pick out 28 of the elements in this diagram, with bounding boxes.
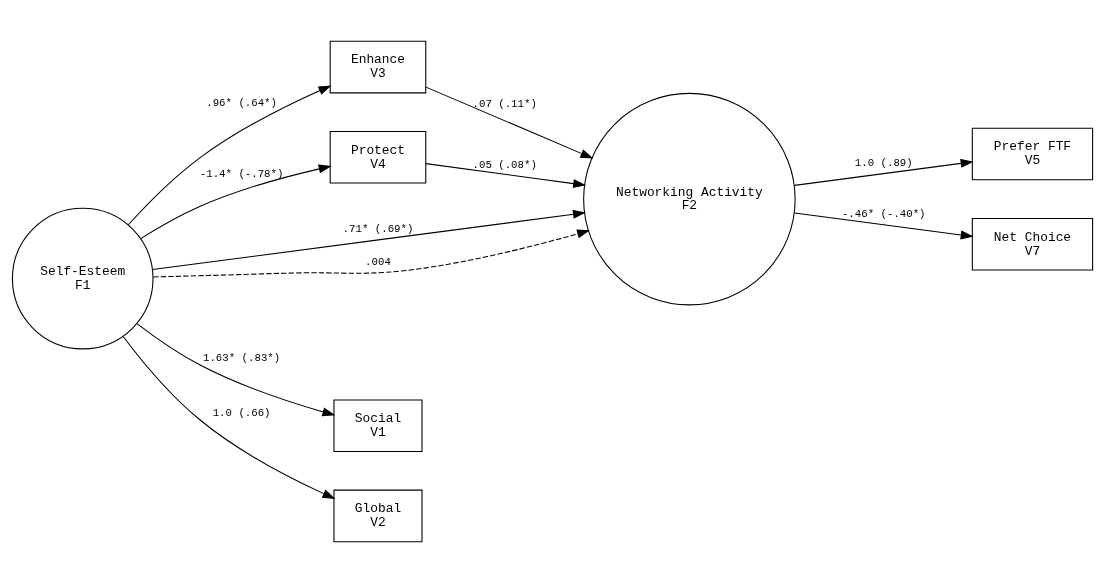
arrow bbox=[127, 85, 332, 226]
arrow bbox=[140, 164, 332, 240]
edge-label: 1.0 (.89) bbox=[854, 156, 913, 169]
node-circle: Self-Esteem F1 bbox=[11, 207, 154, 350]
arrow bbox=[794, 212, 974, 240]
arrow bbox=[425, 163, 587, 189]
node-circle: Networking Activity F2 bbox=[583, 92, 796, 306]
node-box: Net Choice V7 bbox=[971, 217, 1094, 271]
arrow bbox=[122, 335, 336, 499]
arrow bbox=[136, 323, 336, 417]
node-box: Social V1 bbox=[333, 399, 423, 453]
node-box: Prefer FTF V5 bbox=[971, 127, 1094, 181]
edge-label: 1.63* (.83*) bbox=[203, 352, 281, 365]
edge-label: 1.0 (.66) bbox=[212, 407, 271, 420]
arrow bbox=[152, 229, 590, 278]
edge-label: .71* (.69*) bbox=[342, 223, 414, 236]
edge-label: -1.4* (-.78*) bbox=[199, 167, 284, 180]
node-box: Protect V4 bbox=[329, 130, 427, 184]
edge-label: -.46* (-.40*) bbox=[841, 208, 926, 221]
edge-label: .004 bbox=[365, 255, 391, 268]
edge-label: .96* (.64*) bbox=[206, 96, 277, 109]
edge-label: .05 (.08*) bbox=[472, 159, 537, 172]
node-box: Global V2 bbox=[333, 489, 423, 543]
arrow bbox=[152, 209, 586, 271]
node-box: Enhance V3 bbox=[329, 40, 427, 94]
edge-label: .07 (.11*) bbox=[472, 97, 537, 110]
arrow bbox=[794, 158, 974, 186]
arrow bbox=[425, 86, 594, 159]
